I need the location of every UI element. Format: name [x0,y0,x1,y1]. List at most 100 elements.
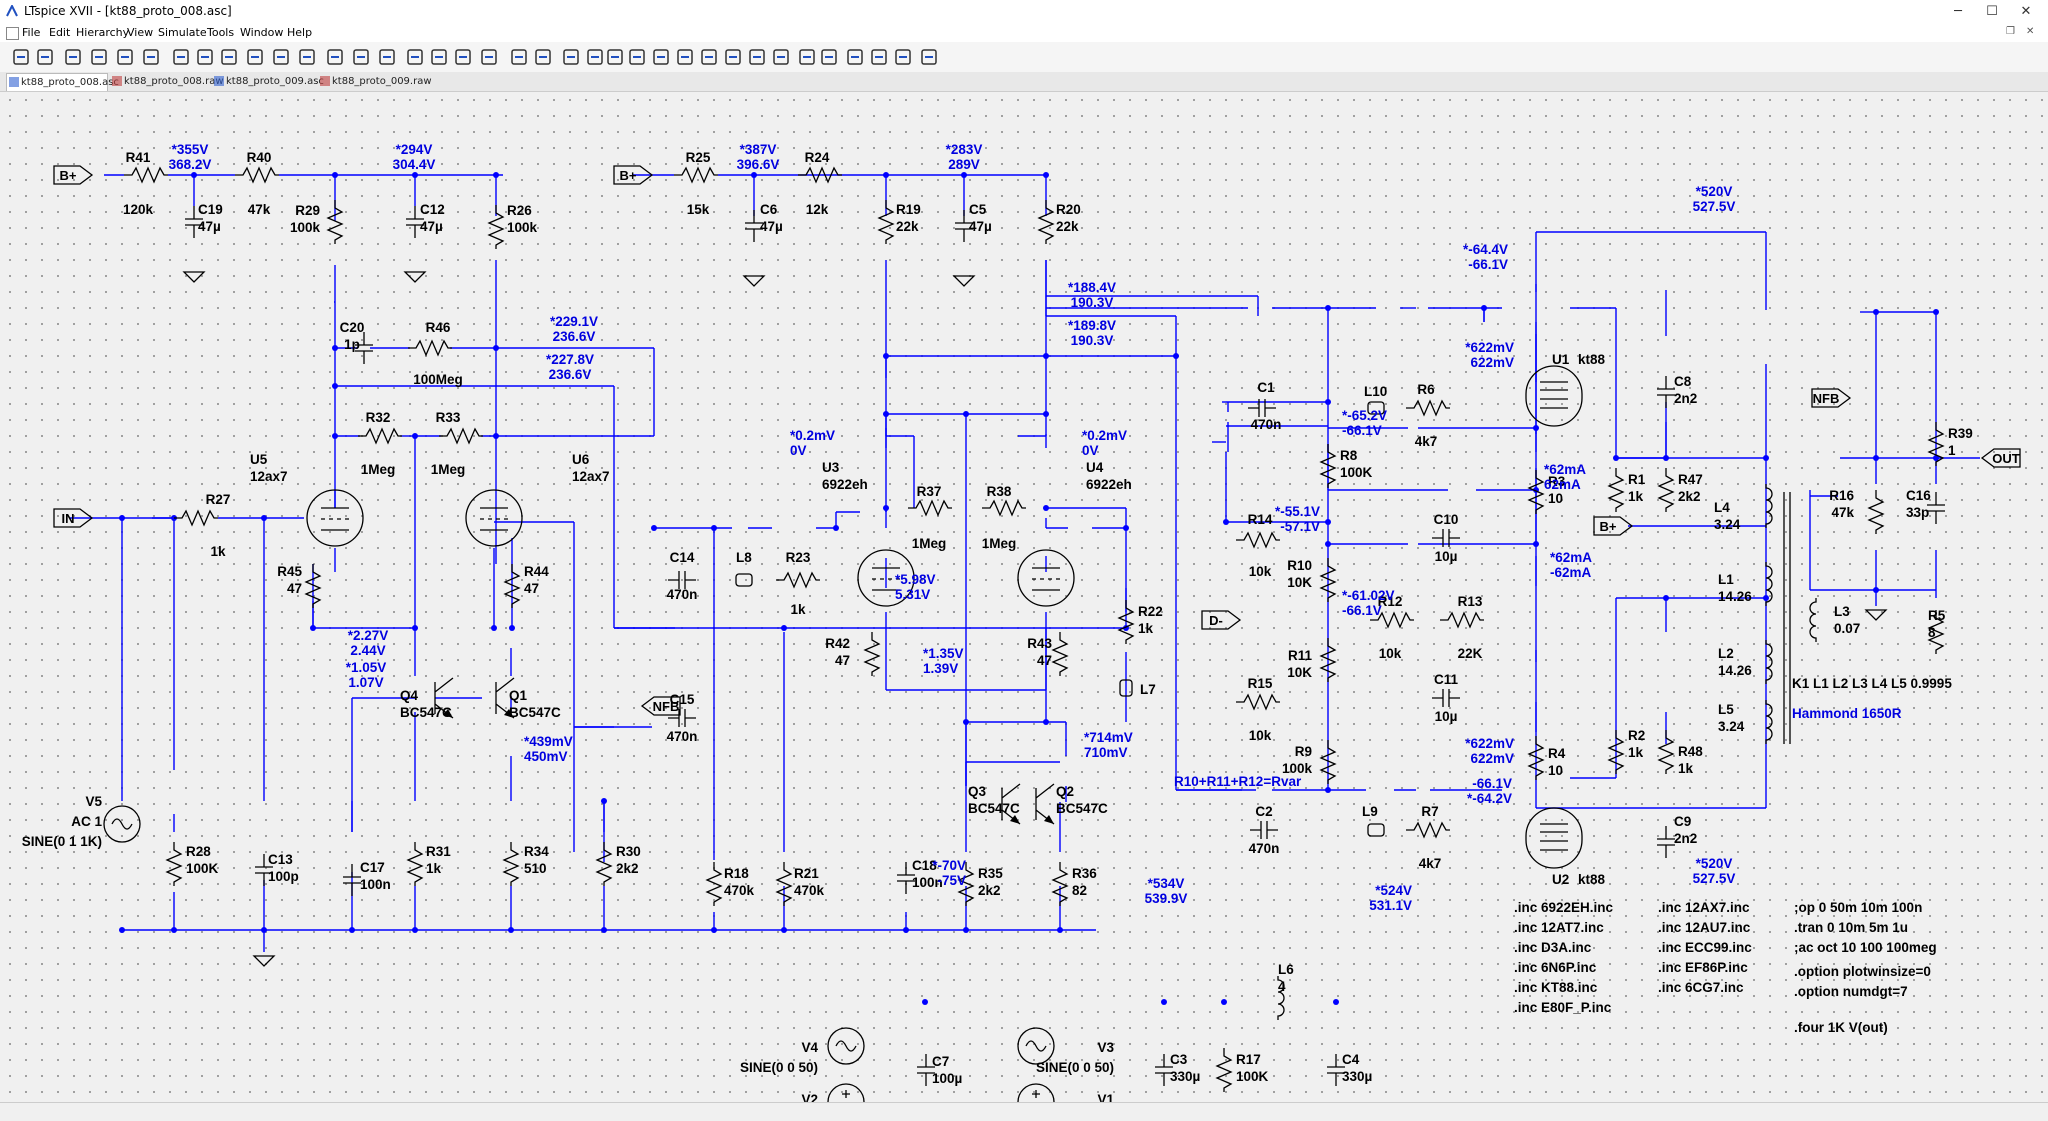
resistor-r1[interactable] [1607,468,1625,512]
capacitor-c11[interactable] [1432,689,1460,707]
resistor-r48[interactable] [1657,730,1675,774]
net-flag-bplus[interactable]: B+ [1593,516,1634,536]
resistor-r9[interactable] [1319,740,1337,784]
cascade-icon[interactable] [376,46,398,68]
net-flag-bplus[interactable]: B+ [613,165,654,185]
control-panel-icon[interactable] [88,46,110,68]
ferrite-l7[interactable] [1119,679,1133,697]
capacitor-c14[interactable] [668,571,696,589]
save-icon[interactable] [62,46,84,68]
transistor-q4[interactable] [434,677,454,719]
resistor-r4[interactable] [1527,736,1545,780]
diode-icon[interactable] [698,46,720,68]
menu-tools[interactable]: Tools [207,26,235,39]
run-icon[interactable] [114,46,136,68]
find-icon[interactable] [478,46,500,68]
mirror-icon[interactable] [868,46,890,68]
resistor-r17[interactable] [1215,1048,1233,1092]
capacitor-c3[interactable] [1155,1054,1173,1086]
triode-u5[interactable] [306,489,364,547]
net-flag-dminus[interactable]: D- [1201,610,1242,630]
autoscale-icon[interactable] [270,46,292,68]
resistor-r32[interactable] [358,427,402,445]
resistor-r11[interactable] [1319,638,1337,682]
ferrite-l8[interactable] [735,573,753,587]
resistor-r27[interactable] [174,509,218,527]
tab-kt88-proto-009-asc[interactable]: kt88_proto_009.asc [212,73,324,90]
resistor-r2[interactable] [1607,730,1625,774]
menu-file[interactable]: File [22,26,41,39]
resistor-r21[interactable] [775,862,793,906]
capacitor-c5[interactable] [955,210,973,242]
resistor-r23[interactable] [776,571,820,589]
copy-icon[interactable] [428,46,450,68]
component-icon[interactable] [722,46,744,68]
transistor-q2[interactable] [1035,783,1055,825]
source-v1[interactable] [1017,1083,1055,1102]
mdi-restore-icon[interactable]: ❐ [2006,26,2015,37]
resistor-r43[interactable] [1051,632,1069,676]
inductor-l5[interactable] [1765,700,1773,744]
resistor-r19[interactable] [877,200,895,244]
resistor-r40[interactable] [235,166,279,184]
resistor-r22[interactable] [1117,600,1135,644]
ground-icon[interactable] [584,46,606,68]
halt-icon[interactable] [140,46,162,68]
zoom-in-icon[interactable] [170,46,192,68]
source-v5[interactable] [103,805,141,843]
capacitor-c18[interactable] [897,862,915,894]
redo-icon[interactable] [818,46,840,68]
label-net-icon[interactable] [604,46,626,68]
inductor-l4[interactable] [1765,484,1773,528]
resistor-r45[interactable] [304,564,322,608]
resistor-r25[interactable] [674,166,718,184]
resistor-r31[interactable] [406,842,424,886]
print-setup-icon[interactable] [508,46,530,68]
mdi-close-icon[interactable]: ✕ [2026,26,2035,37]
zoom-out-icon[interactable] [218,46,240,68]
resistor-r12[interactable] [1370,611,1414,629]
inductor-l3[interactable] [1809,598,1817,642]
resistor-r34[interactable] [502,842,520,886]
resistor-r38[interactable] [982,499,1026,517]
menu-view[interactable]: View [127,26,154,39]
resistor-r30[interactable] [595,842,613,886]
capacitor-c12[interactable] [406,206,424,238]
triode-u3[interactable] [857,549,915,607]
capacitor-icon[interactable] [650,46,672,68]
tab-kt88-proto-009-raw[interactable]: kt88_proto_009.raw [318,73,432,90]
menu-edit[interactable]: Edit [49,26,71,39]
resistor-r14[interactable] [1236,531,1280,549]
transistor-q1[interactable] [495,677,515,719]
source-v4[interactable] [827,1027,865,1065]
resistor-r26[interactable] [487,205,505,249]
source-v3[interactable] [1017,1027,1055,1065]
resistor-r28[interactable] [165,842,183,886]
resistor-r42[interactable] [863,632,881,676]
resistor-r39[interactable] [1927,422,1945,466]
resistor-r35[interactable] [957,862,975,906]
net-flag-bplus[interactable]: B+ [53,165,94,185]
zoom-cancel-icon[interactable] [244,46,266,68]
paste-icon[interactable] [452,46,474,68]
menu-window[interactable]: Window [240,26,284,39]
resistor-r37[interactable] [908,499,952,517]
capacitor-c2[interactable] [1250,821,1278,839]
tile-horizontal-icon[interactable] [324,46,346,68]
resistor-r46[interactable] [408,339,452,357]
capacitor-c13[interactable] [255,854,273,886]
resistor-r29[interactable] [326,200,344,244]
net-flag-nfb[interactable]: NFB [1811,388,1852,408]
capacitor-c15[interactable] [668,709,696,727]
move-icon[interactable] [746,46,768,68]
minimize-button[interactable]: ─ [1954,4,1962,19]
net-flag-out[interactable]: OUT [1980,448,2021,468]
resistor-r7[interactable] [1406,821,1450,839]
resistor-r10[interactable] [1319,558,1337,602]
tab-kt88-proto-008-asc[interactable]: kt88_proto_008.asc [6,73,119,91]
tile-vertical-icon[interactable] [350,46,372,68]
capacitor-c17[interactable] [343,864,361,896]
spice-directive-icon[interactable] [918,46,940,68]
capacitor-c7[interactable] [917,1054,935,1086]
